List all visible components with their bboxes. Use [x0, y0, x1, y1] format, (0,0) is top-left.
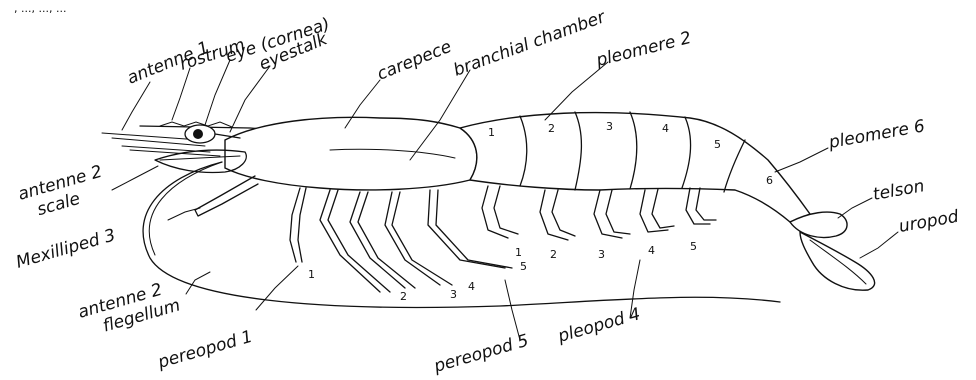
label-pleomere-6: pleomere 6 — [826, 116, 926, 153]
segment-number-1: 1 — [488, 126, 495, 139]
pleopod-number-2: 2 — [550, 248, 557, 261]
segment-number-5: 5 — [714, 138, 721, 151]
segment-number-3: 3 — [606, 120, 613, 133]
pleopods — [482, 186, 716, 240]
label-pereopod-5: pereopod 5 — [431, 331, 531, 377]
label-antenne-2-flagellum: antenne 2 flegellum — [76, 276, 183, 342]
label-mexilliped-3: Mexilliped 3 — [14, 225, 118, 272]
pereopod-number-4: 4 — [468, 280, 475, 293]
pleopod-number-1: 1 — [515, 246, 522, 259]
pleopod-number-5: 5 — [690, 240, 697, 253]
top-caption: , ..., ..., ... — [14, 2, 66, 15]
pereopod-number-3: 3 — [450, 288, 457, 301]
segment-number-4: 4 — [662, 122, 669, 135]
pleopod-number-3: 3 — [598, 248, 605, 261]
label-pleomere-2: pleomere 2 — [593, 28, 693, 71]
label-telson: telson — [871, 176, 926, 205]
carapace-outline — [225, 117, 477, 190]
abdomen-segments — [460, 112, 810, 222]
label-pleopod-4: pleopod 4 — [555, 304, 643, 347]
label-uropod: uropod — [897, 207, 960, 237]
label-pereopod-1: pereopod 1 — [155, 327, 255, 373]
label-antenne-2-scale: antenne 2 scale — [16, 162, 110, 224]
label-carepece: carepece — [374, 37, 454, 85]
pleopod-number-4: 4 — [648, 244, 655, 257]
label-branchial-chamber: branchial chamber — [451, 7, 609, 81]
segment-number-2: 2 — [548, 122, 555, 135]
pereopod-number-5: 5 — [520, 260, 527, 273]
shrimp-body: 1 2 3 4 5 6 1 2 3 4 5 1 2 3 4 5 — [102, 112, 875, 307]
segment-number-6: 6 — [766, 174, 773, 187]
maxilliped-3 — [195, 176, 258, 216]
pereopods — [290, 188, 512, 292]
pereopod-number-1: 1 — [308, 268, 315, 281]
pereopod-number-2: 2 — [400, 290, 407, 303]
